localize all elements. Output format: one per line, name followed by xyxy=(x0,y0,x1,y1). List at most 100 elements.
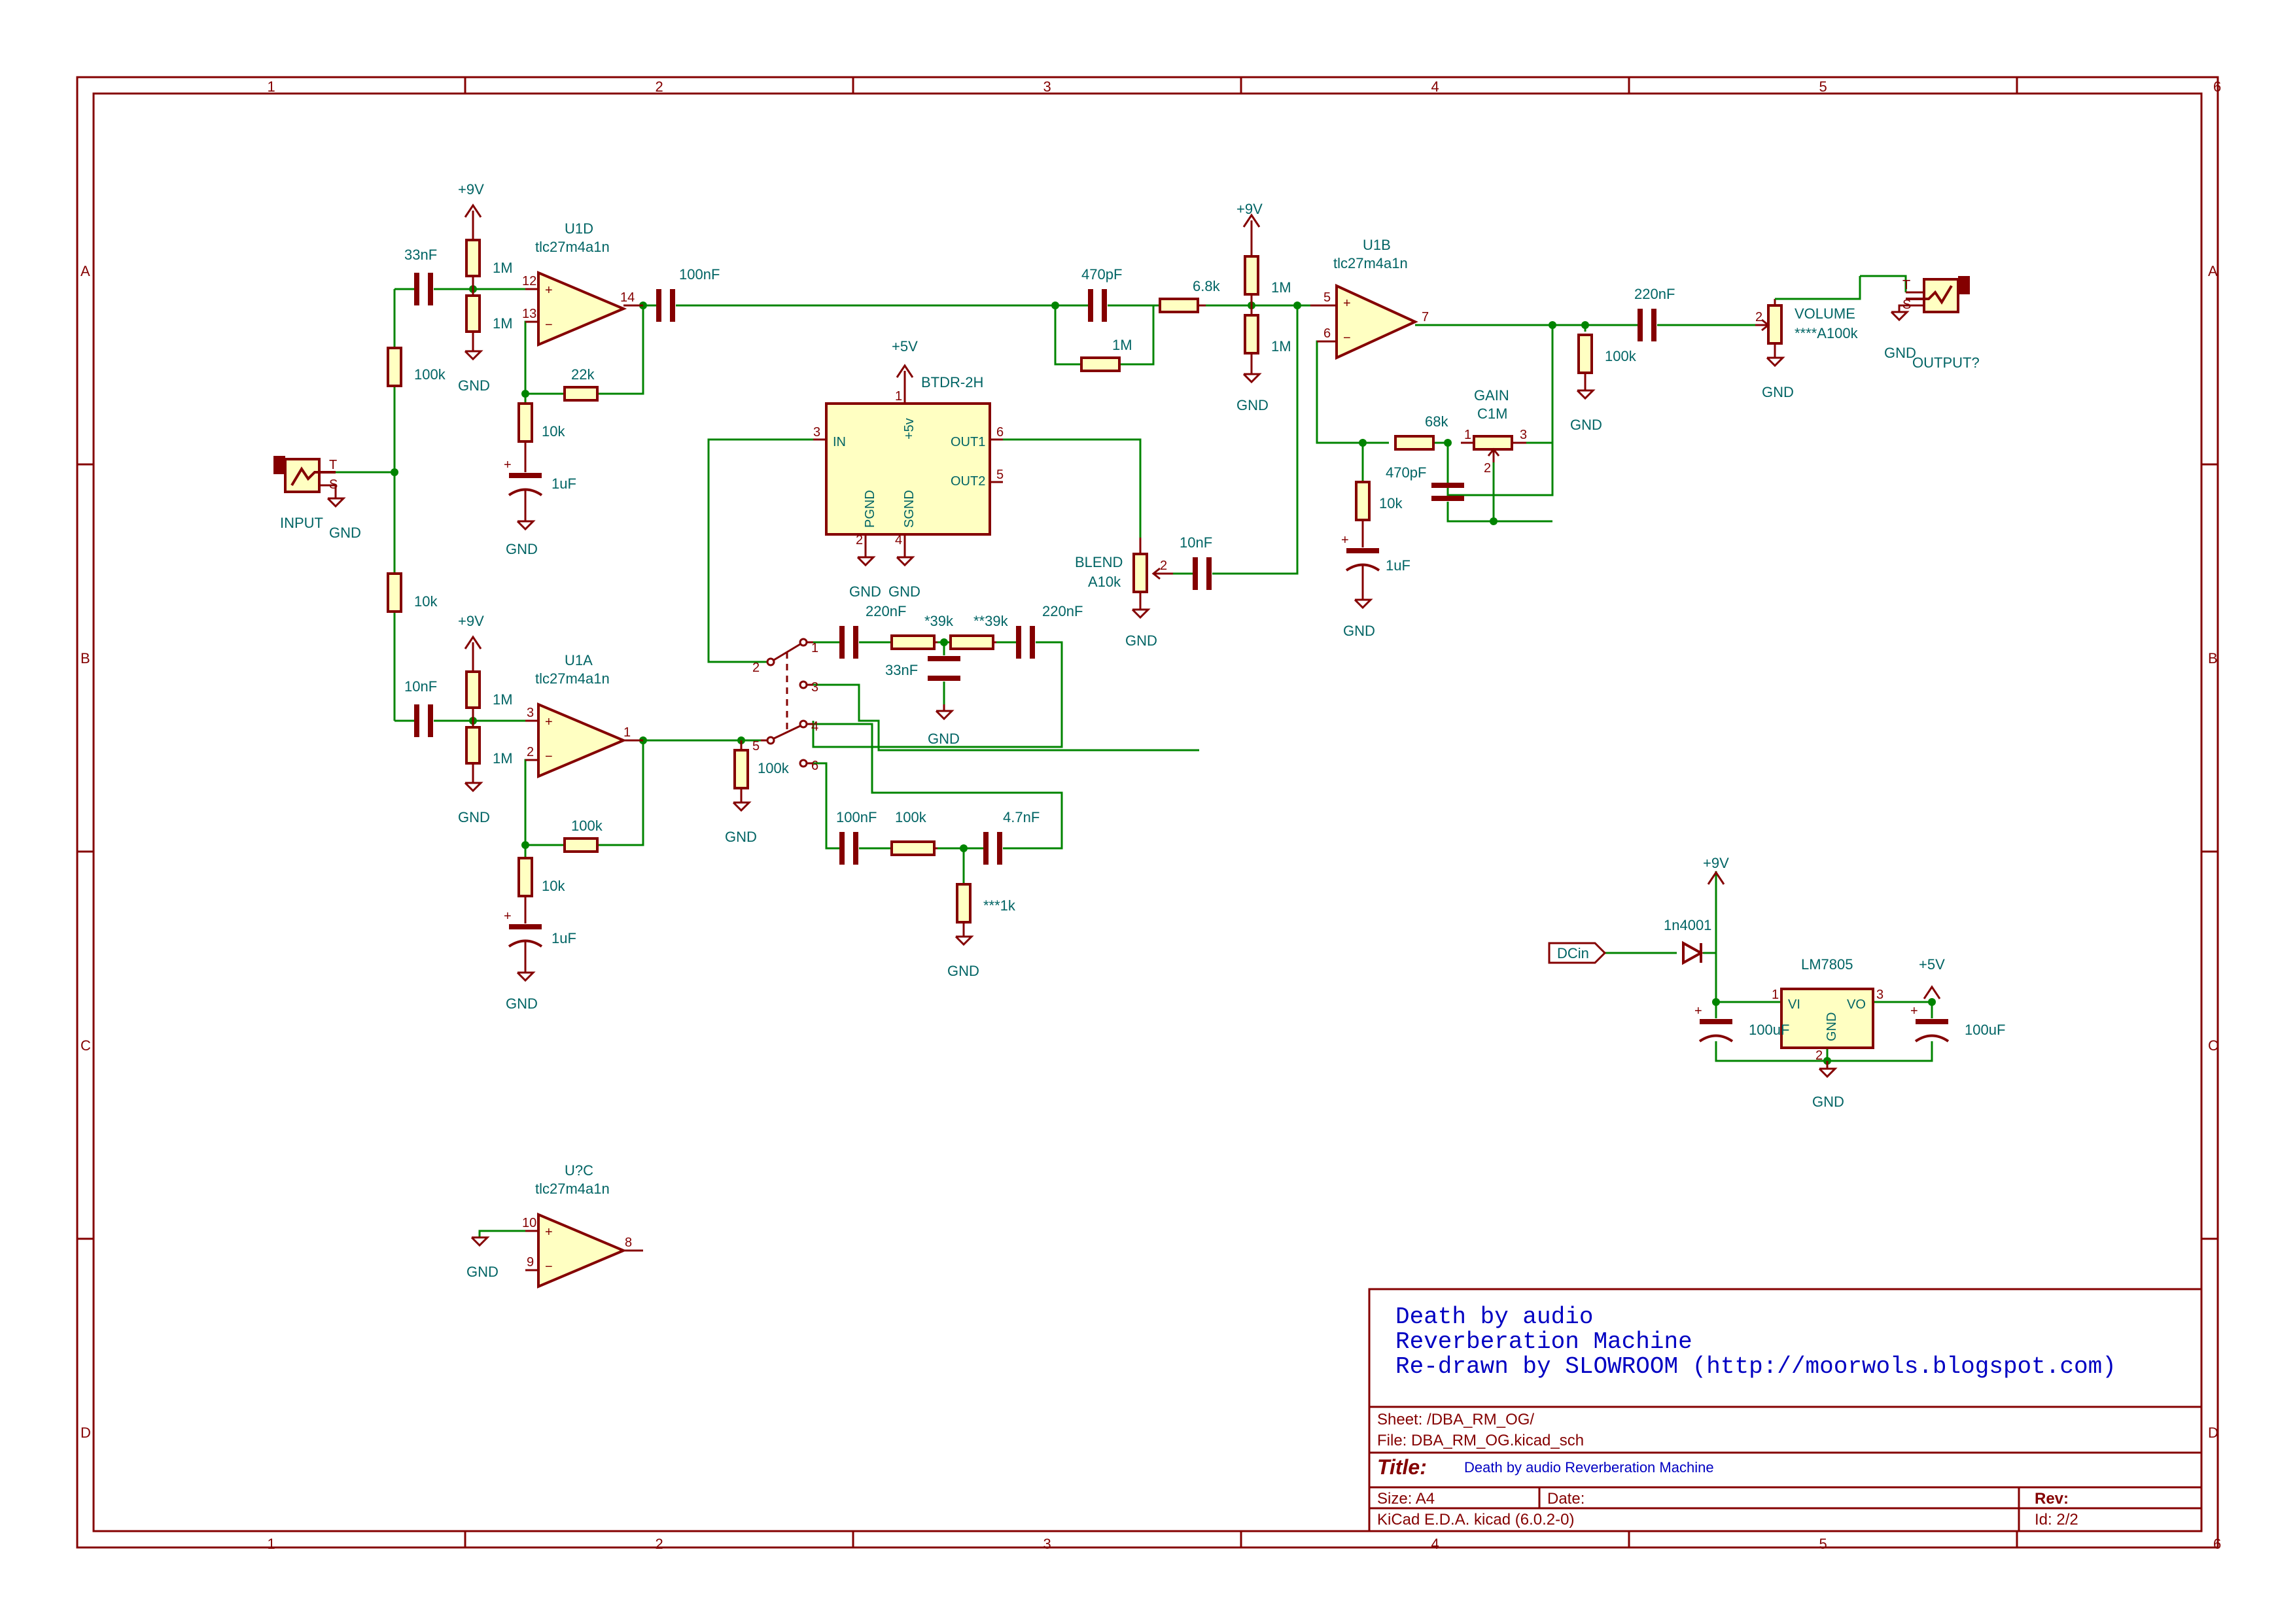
resistor-100k-fb: 100k xyxy=(563,818,603,853)
gain-pin-3: 3 xyxy=(1520,428,1527,442)
u1b-bias: +9V 1M 1M GND xyxy=(1236,201,1291,413)
output-gnd-label: GND xyxy=(1884,345,1916,361)
u1d-ref: U1D xyxy=(565,220,593,237)
resistor-1m-parallel: 1M xyxy=(1080,337,1132,372)
cap-470pf-top: 470pF xyxy=(1081,266,1122,322)
btdr-2h-module: +5V BTDR-2H IN OUT1 OUT2 PGND SGND +5v 3… xyxy=(813,338,1004,600)
gnd-label-12: GND xyxy=(725,829,757,845)
u1d-pin-inn: 13 xyxy=(522,307,536,321)
btdr-p5v-pin-name: +5v xyxy=(902,418,917,440)
frame-row-B-left: B xyxy=(80,650,90,666)
u1b-ref: U1B xyxy=(1363,237,1391,253)
u1c-pin-inp: 10 xyxy=(522,1216,536,1230)
frame-column-5-bottom: 5 xyxy=(1819,1536,1827,1552)
dc-input-label: DCin xyxy=(1548,942,1607,964)
resistor-10k-input: 10k xyxy=(387,572,438,613)
u1c-plus-sign: + xyxy=(545,1225,553,1239)
junctions xyxy=(391,285,1936,1065)
gnd-label-3: GND xyxy=(458,809,490,825)
svg-text:+: + xyxy=(1341,533,1349,547)
input-label: INPUT xyxy=(280,515,323,531)
volume-pin-2: 2 xyxy=(1755,310,1762,324)
cap-470pf-gain: 470pF xyxy=(1386,459,1494,523)
u1c-ref: U?C xyxy=(565,1162,593,1179)
date-field: Date: xyxy=(1547,1490,1585,1508)
input-sleeve-label: S xyxy=(329,477,338,492)
gnd-label-5: GND xyxy=(1236,397,1269,413)
vcc5-label-1: +5V xyxy=(892,338,918,354)
title-comment-1: Death by audio xyxy=(1395,1304,1593,1330)
vcc-label-1: +9V xyxy=(458,181,484,198)
r10k-g-value: 10k xyxy=(1379,495,1403,511)
dcin-label: DCin xyxy=(1557,945,1589,961)
c33n-b-value: 33nF xyxy=(885,662,918,678)
cap-220nf-a: 220nF xyxy=(839,603,906,659)
u1c-pin-inn: 9 xyxy=(527,1255,534,1270)
r39k-b-value: **39k xyxy=(973,613,1009,629)
gnd-label-4: GND xyxy=(506,995,538,1012)
btdr-out2-pin-name: OUT2 xyxy=(951,474,985,489)
r68k-g-value: 68k xyxy=(1425,413,1448,430)
r10k-in-value: 10k xyxy=(414,593,438,610)
c10n-value: 10nF xyxy=(404,678,437,695)
btdr-pin-3: 3 xyxy=(813,425,820,440)
frame-row-C-left: C xyxy=(80,1037,91,1054)
cap-100uf-a: + 100uF xyxy=(1694,1004,1789,1043)
c220n-out-value: 220nF xyxy=(1634,286,1675,302)
btdr-pin-4: 4 xyxy=(895,533,902,547)
c4n7-value: 4.7nF xyxy=(1003,809,1040,825)
u1a-value: tlc27m4a1n xyxy=(535,670,610,687)
btdr-pgnd-pin-name: PGND xyxy=(863,490,877,528)
volume-pot: 2 VOLUME ****A100k GND xyxy=(1755,276,1861,400)
frame-column-2-bottom: 2 xyxy=(656,1536,663,1552)
tool-version: KiCad E.D.A. kicad (6.0.2-0) xyxy=(1377,1511,1574,1529)
r-1m-d-value: 1M xyxy=(493,750,513,767)
btdr-pin-2: 2 xyxy=(856,533,863,547)
r100k-fb-value: 100k xyxy=(571,818,603,834)
btdr-in-pin-name: IN xyxy=(833,435,846,449)
cap-100nf-out: 100nF xyxy=(656,266,720,322)
u1b-pin-inp: 5 xyxy=(1323,290,1331,305)
c1u-g-value: 1uF xyxy=(1386,557,1410,574)
u1a-gain-set: 10k + 1uF GND xyxy=(504,857,576,1012)
output-label: OUTPUT? xyxy=(1912,354,1980,371)
revision-field: Rev: xyxy=(2035,1490,2069,1508)
c100u-b-value: 100uF xyxy=(1965,1022,2005,1038)
blend-pin-2: 2 xyxy=(1160,559,1167,573)
sw-pin-4: 4 xyxy=(811,719,818,734)
u1a-bias: +9V 1M 1M GND xyxy=(458,613,513,825)
cap-33nf-b: 33nF GND xyxy=(885,656,960,747)
vcc-label-3: +9V xyxy=(1236,201,1263,217)
diode-1n4001: 1n4001 xyxy=(1664,917,1711,965)
gnd-label-9: GND xyxy=(849,583,881,600)
frame-column-1-bottom: 1 xyxy=(268,1536,275,1552)
r22k-value: 22k xyxy=(571,366,595,383)
reg-value: LM7805 xyxy=(1801,956,1853,973)
blend-label: BLEND xyxy=(1075,554,1123,570)
sw-pin-3: 3 xyxy=(811,680,818,695)
input-tip-label: T xyxy=(329,458,337,472)
u1d-bias: +9V 1M 1M GND xyxy=(458,181,513,394)
reg-vi-label: VI xyxy=(1788,997,1800,1012)
sw-pin-6: 6 xyxy=(811,759,818,773)
title-comment-2: Reverberation Machine xyxy=(1395,1328,1692,1355)
vcc-label-4: +9V xyxy=(1703,855,1729,871)
c1u-a-value: 1uF xyxy=(552,930,576,946)
opamp-u1b: + − 5 6 7 U1B tlc27m4a1n xyxy=(1310,237,1429,360)
frame-row-B-right: B xyxy=(2208,650,2218,666)
gain-pin-1: 1 xyxy=(1464,428,1471,442)
opamp-u1a: + − 3 2 1 U1A tlc27m4a1n xyxy=(525,652,643,779)
r-1m-a-value: 1M xyxy=(493,260,513,276)
d1-value: 1n4001 xyxy=(1664,917,1711,933)
r-1m-b-value: 1M xyxy=(493,315,513,332)
title-value: Death by audio Reverberation Machine xyxy=(1464,1459,1714,1476)
gain-pot: 1 3 2 GAIN C1M xyxy=(1461,387,1533,475)
gnd-label-6: GND xyxy=(1343,623,1375,639)
btdr-sgnd-pin-name: SGND xyxy=(902,490,917,528)
frame-column-3-top: 3 xyxy=(1043,78,1051,95)
u1d-pin-inp: 12 xyxy=(522,274,536,288)
r100k-out-value: 100k xyxy=(1605,348,1637,364)
cap-10nf: 10nF xyxy=(404,678,437,737)
btdr-pin-6: 6 xyxy=(996,425,1004,440)
file-name: File: DBA_RM_OG.kicad_sch xyxy=(1377,1432,1584,1449)
